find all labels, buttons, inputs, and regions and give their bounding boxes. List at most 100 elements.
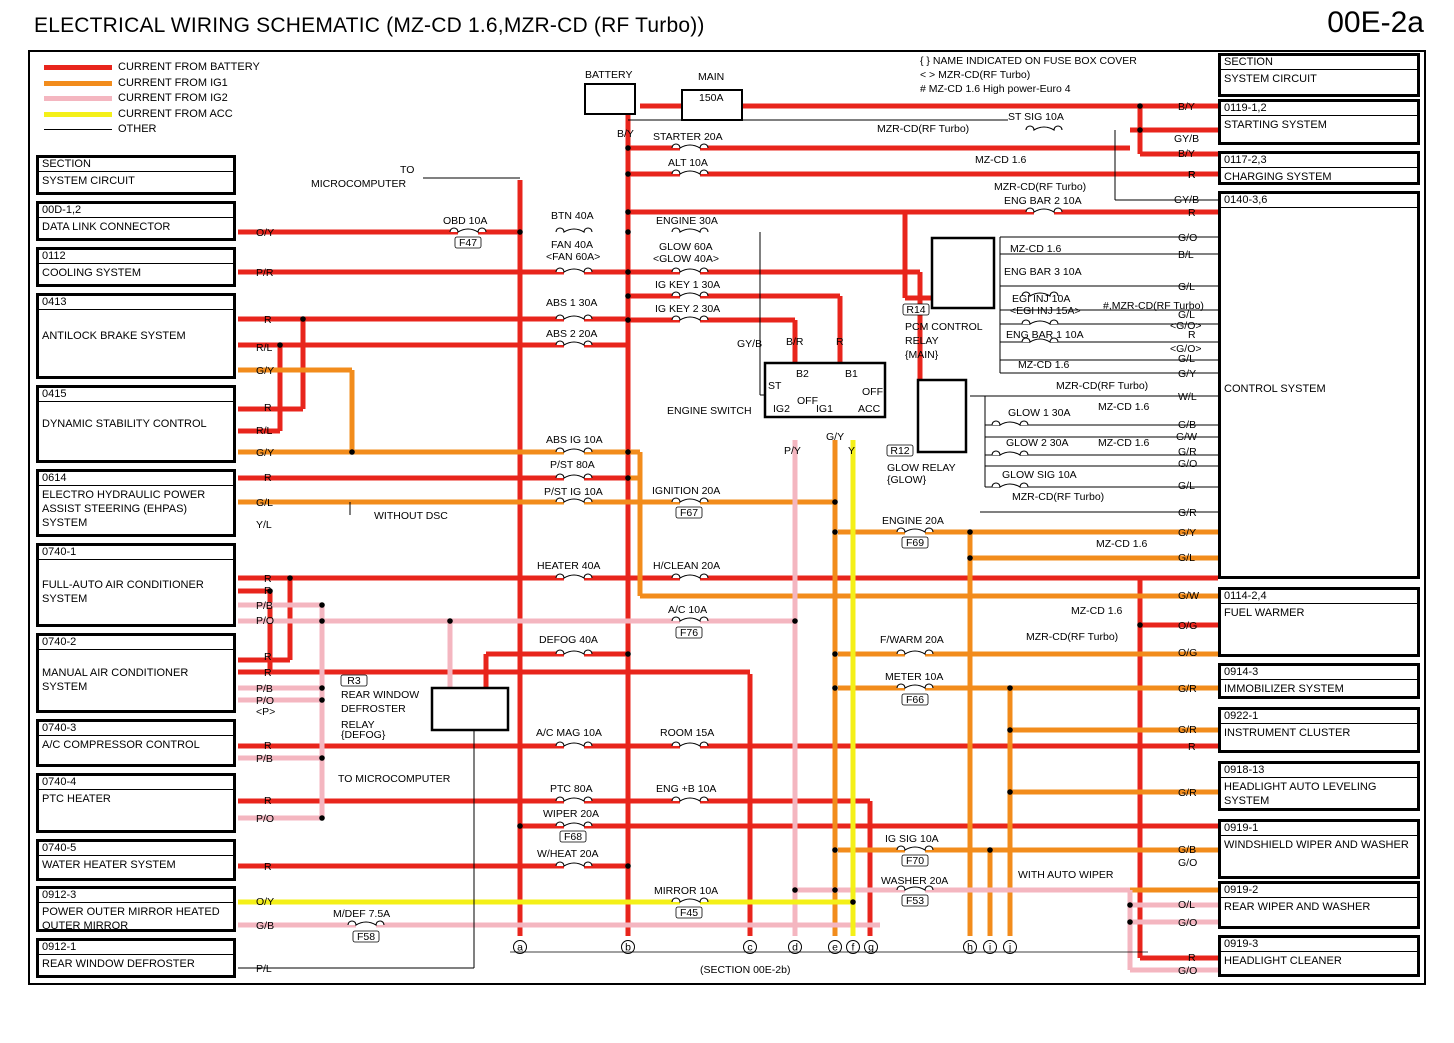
fuse-tag (901, 854, 929, 867)
junction-dot (792, 618, 798, 624)
label: METER 10A (885, 671, 943, 683)
system-name: DATA LINK CONNECTOR (42, 221, 171, 233)
wire-code: B/Y (1178, 148, 1195, 160)
wire-code: P/B (256, 600, 273, 612)
label: EGI INJ 10A (1012, 293, 1070, 305)
label: #,MZR-CD(RF Turbo) (1103, 300, 1204, 312)
wire-code: G/O (1178, 965, 1197, 977)
label: ST SIG 10A (1008, 111, 1064, 123)
wire-code: R/L (256, 425, 273, 437)
section-number: SECTION (39, 158, 233, 172)
fuse-icon (555, 267, 593, 273)
label: GLOW 60A (659, 241, 713, 253)
wire-code: B/Y (1178, 101, 1195, 113)
wire-code: G/Y (256, 365, 274, 377)
label: MIRROR 10A (654, 885, 718, 897)
label: ENGINE SWITCH (667, 405, 752, 417)
label: WITH AUTO WIPER (1018, 869, 1114, 881)
fuse-icon (555, 573, 593, 579)
wire-code: GY/B (1174, 133, 1199, 145)
label: OBD 10A (443, 215, 487, 227)
label: RELAY (341, 719, 375, 731)
junction-dot (349, 449, 355, 455)
legend-label: CURRENT FROM ACC (118, 107, 233, 120)
junction-dot (319, 618, 325, 624)
fuse-tag (454, 236, 482, 249)
pcm-relay-box (930, 236, 996, 310)
junction-dot (625, 171, 631, 177)
label: MZR-CD(RF Turbo) (1056, 380, 1148, 392)
label: MZR-CD(RF Turbo) (877, 123, 969, 135)
fuse-icon (555, 741, 593, 747)
junction-dot (447, 618, 453, 624)
label: IGNITION 20A (652, 485, 720, 497)
legend-item: OTHER (44, 122, 260, 138)
fuse-tag (352, 930, 380, 943)
junction-dot (625, 293, 631, 299)
section-number: 0740-1 (39, 546, 233, 560)
fuse-tag-label: F76 (680, 627, 698, 639)
fuse-icon (896, 649, 934, 655)
junction-dot (517, 229, 523, 235)
junction-dot (517, 823, 523, 829)
wire-code: R (264, 314, 272, 326)
label: MZR-CD(RF Turbo) (1012, 491, 1104, 503)
fuse-tag (901, 536, 929, 549)
connector-circle (788, 940, 802, 954)
connector-circle (828, 940, 842, 954)
main-fuse-box (681, 89, 743, 121)
section-number: 0740-2 (39, 636, 233, 650)
wire-code: R (264, 740, 272, 752)
wire-code: P/R (256, 267, 274, 279)
fuse-tag (902, 303, 930, 316)
switch-label: B1 (845, 368, 858, 380)
fuse-icon (671, 497, 709, 503)
wire-code: O/G (1178, 620, 1197, 632)
wire-code: P/O (256, 813, 274, 825)
section-number: 0914-3 (1221, 666, 1417, 680)
system-name: DYNAMIC STABILITY CONTROL (42, 418, 207, 430)
fuse-icon (671, 227, 709, 233)
fuse-icon (555, 340, 593, 346)
fuse-icon (896, 845, 934, 851)
fuse-icon (671, 143, 709, 149)
junction-dot (625, 317, 631, 323)
section-number: 0112 (39, 250, 233, 264)
fuse-icon (555, 314, 593, 320)
wire-code: G/L (1178, 480, 1195, 492)
connector-label: i (989, 942, 991, 954)
fuse-icon (991, 450, 1029, 456)
label: DEFROSTER (341, 703, 406, 715)
label: MZ-CD 1.6 (975, 154, 1026, 166)
junction-dot (319, 602, 325, 608)
label: ABS 1 30A (546, 297, 597, 309)
switch-label: Y (848, 445, 855, 457)
legend-swatch (44, 129, 112, 131)
legend-item: CURRENT FROM BATTERY (44, 60, 260, 76)
wire-code: G/Y (1178, 368, 1196, 380)
switch-label: IG2 (773, 403, 790, 415)
page-title: ELECTRICAL WIRING SCHEMATIC (MZ-CD 1.6,M… (34, 14, 705, 37)
label: P/ST IG 10A (544, 486, 603, 498)
system-name: HEADLIGHT CLEANER (1224, 955, 1342, 967)
fuse-icon (1021, 319, 1059, 325)
legend-item: CURRENT FROM ACC (44, 107, 260, 123)
label: ENG BAR 1 10A (1006, 329, 1084, 341)
system-name: FUEL WARMER (1224, 607, 1305, 619)
fuse-tag-label: F47 (459, 237, 477, 249)
fuse-icon (555, 821, 593, 827)
section-number: 0922-1 (1221, 710, 1417, 724)
system-name: CHARGING SYSTEM (1224, 171, 1332, 183)
fuse-icon (555, 473, 593, 479)
connector-label: g (868, 942, 874, 954)
section-number: 0919-1 (1221, 822, 1417, 836)
label: M/DEF 7.5A (333, 908, 390, 920)
junction-dot (1137, 103, 1143, 109)
note: # MZ-CD 1.6 High power-Euro 4 (920, 83, 1071, 95)
junction-dot (300, 316, 306, 322)
wire-code: G/L (256, 497, 273, 509)
